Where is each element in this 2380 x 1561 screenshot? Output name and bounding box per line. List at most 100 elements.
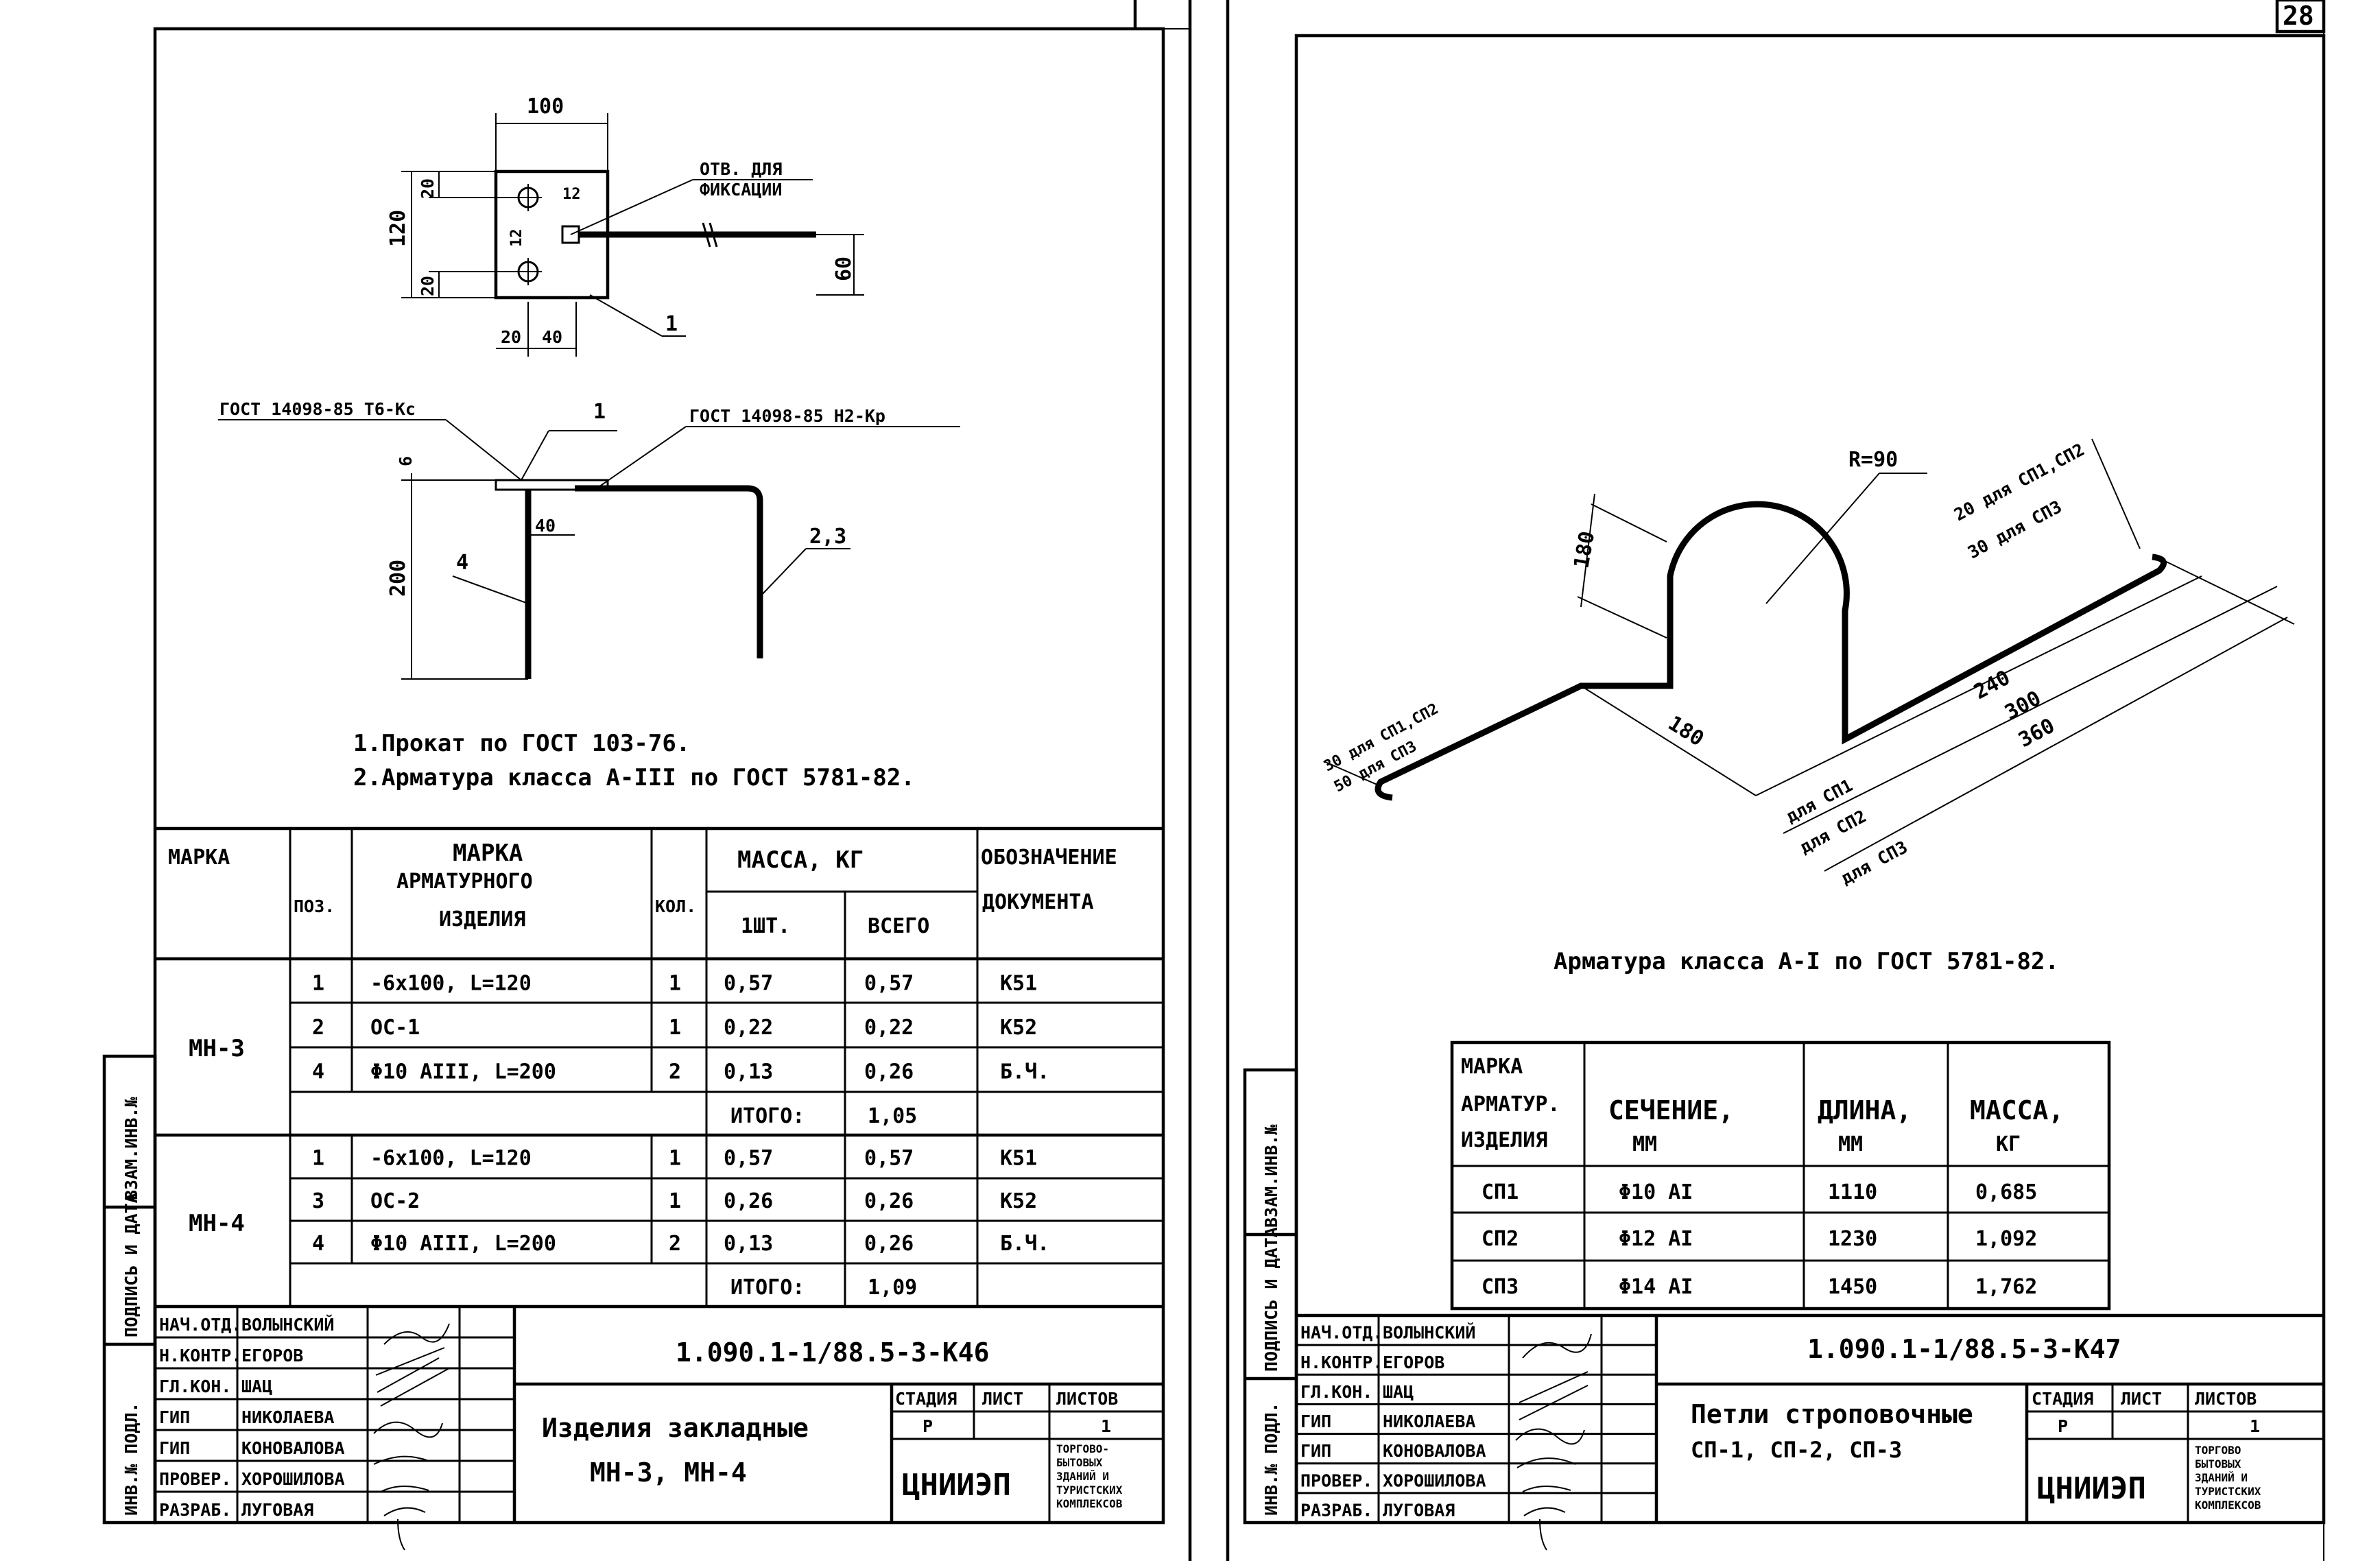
row-total-value: 1,09 [868, 1276, 917, 1300]
row-doc: Б.Ч. [1000, 1232, 1049, 1256]
right-sheets-label: ЛИСТОВ [2195, 1389, 2257, 1409]
hole-note-line1: ОТВ. ДЛЯ [700, 159, 782, 179]
row-pos: 2 [312, 1016, 324, 1040]
col-qty-header: КОЛ. [655, 896, 696, 916]
col-item-header-1: МАРКА [453, 839, 523, 867]
row-qty: 2 [669, 1232, 681, 1256]
row-doc: Б.Ч. [1000, 1060, 1049, 1084]
margin-replace-label: ВЗАМ.ИНВ.№ [121, 1097, 141, 1200]
row-pos: 4 [312, 1060, 324, 1084]
approval-name: КОНОВАЛОВА [1383, 1441, 1486, 1461]
row-doc: К51 [1000, 1147, 1037, 1171]
approval-name: ШАЦ [1383, 1382, 1414, 1402]
row-total-label: ИТОГО: [730, 1104, 805, 1128]
plate-dim-bar: 60 [832, 257, 856, 281]
left-org-note: ЗДАНИЙ И [1056, 1470, 1109, 1483]
approval-role: ГИП [159, 1438, 190, 1458]
section-callout-4: 4 [456, 551, 468, 575]
left-margin-strip: ИНВ.№ ПОДЛ. ПОДПИСЬ И ДАТА ВЗАМ.ИНВ.№ [102, 1054, 157, 1525]
right-org-note: КОМПЛЕКСОВ [2195, 1499, 2261, 1512]
row-section: Φ10 АI [1619, 1180, 1693, 1204]
col-length-header-2: ММ [1838, 1132, 1863, 1156]
hole-note-line2: ФИКСАЦИИ [700, 180, 782, 200]
col-item-header-3: ИЗДЕЛИЯ [439, 907, 525, 931]
margin-sign-label: ПОДПИСЬ И ДАТА [1261, 1227, 1281, 1372]
plate-dim-width: 100 [527, 95, 564, 119]
row-section: Φ14 АI [1619, 1275, 1693, 1299]
right-org-note: ТУРИСТСКИХ [2195, 1485, 2261, 1498]
col-mass-one-header: 1ШТ. [741, 914, 790, 938]
margin-inv-label: ИНВ.№ ПОДЛ. [121, 1402, 141, 1516]
margin-sign-label: ПОДПИСЬ И ДАТА [121, 1193, 141, 1337]
approval-role: ГЛ.КОН. [159, 1377, 231, 1396]
row-mass-one: 0,22 [724, 1016, 773, 1040]
plate-dim-bottom: 20 [418, 276, 438, 296]
left-org-note: БЫТОВЫХ [1056, 1456, 1103, 1469]
row-mass-all: 0,22 [864, 1016, 914, 1040]
row-pos: 4 [312, 1232, 324, 1256]
col-mark-header: МАРКА [168, 846, 230, 870]
approval-name: ВОЛЫНСКИЙ [1383, 1323, 1475, 1343]
row-item: ОС-1 [370, 1016, 420, 1040]
row-mass: 1,092 [1975, 1227, 2037, 1251]
col-doc-header-1: ОБОЗНАЧЕНИЕ [981, 846, 1117, 870]
row-item: Φ10 АIII, L=200 [370, 1060, 556, 1084]
approval-role: ПРОВЕР. [159, 1469, 231, 1489]
left-title-block: 1.090.1-1/88.5-3-К46 Изделия закладные М… [153, 1307, 1163, 1523]
row-mass-one: 0,26 [724, 1189, 773, 1213]
row-qty: 1 [669, 971, 681, 995]
left-note-1: 1.Прокат по ГОСТ 103-76. [353, 730, 690, 757]
margin-replace-label: ВЗАМ.ИНВ.№ [1261, 1124, 1281, 1228]
approval-name: ЕГОРОВ [1383, 1353, 1444, 1372]
plate-dim-top: 20 [418, 178, 438, 199]
row-pos: 3 [312, 1189, 324, 1213]
col-item-header-2: АРМАТУРНОГО [396, 870, 533, 894]
left-sheet-value: 1 [1101, 1416, 1111, 1436]
row-mass-all: 0,26 [864, 1232, 914, 1256]
loop-dim-height: 180 [1569, 529, 1599, 570]
row-doc: К52 [1000, 1016, 1037, 1040]
right-signatures [1515, 1333, 1592, 1551]
left-sheet: ИНВ.№ ПОДЛ. ПОДПИСЬ И ДАТА ВЗАМ.ИНВ.№ 10… [102, 0, 1192, 1561]
approval-role: НАЧ.ОТД. [1300, 1323, 1383, 1343]
right-frame [1294, 34, 2326, 1525]
row-mass-one: 0,57 [724, 1147, 773, 1171]
plate-dim-hole: 12 [562, 186, 581, 203]
right-stage-value: Р [2058, 1416, 2068, 1436]
row-qty: 1 [669, 1016, 681, 1040]
approval-name: НИКОЛАЕВА [241, 1407, 334, 1427]
approval-role: НАЧ.ОТД. [159, 1315, 241, 1335]
approval-role: ПРОВЕР. [1300, 1470, 1372, 1490]
right-stamp-code: 1.090.1-1/88.5-3-К47 [1807, 1334, 2121, 1364]
right-sheet-value: 1 [2250, 1416, 2260, 1436]
plate-dim-right: 40 [542, 327, 562, 347]
left-mass-table: МАРКА ПОЗ. МАРКА АРМАТУРНОГО ИЗДЕЛИЯ КОЛ… [155, 826, 1163, 1309]
right-sheet: 28 ИНВ.№ ПОДЛ. ПОДПИСЬ И ДАТА ВЗАМ.ИНВ.№… [1226, 0, 2326, 1561]
row-mass: 0,685 [1975, 1180, 2037, 1204]
left-sheets-label: ЛИСТОВ [1056, 1389, 1118, 1409]
loop-note-top-1: 20 для СП1,СП2 [1951, 440, 2088, 525]
row-mass-all: 0,57 [864, 1147, 914, 1171]
page-number: 28 [2283, 1, 2314, 31]
left-stage-label: СТАДИЯ [895, 1389, 957, 1409]
row-mass-all: 0,57 [864, 971, 914, 995]
row-length: 1110 [1828, 1180, 1877, 1204]
left-stamp-code: 1.090.1-1/88.5-3-К46 [676, 1337, 990, 1368]
row-mass: 1,762 [1975, 1275, 2037, 1299]
left-note-2: 2.Арматура класса А-III по ГОСТ 5781-82. [353, 764, 915, 791]
left-stamp-title-1: Изделия закладные [542, 1413, 809, 1443]
plate-dim-hole-v: 12 [508, 229, 525, 248]
section-dim-200: 200 [386, 560, 410, 597]
row-item: -6x100, L=120 [370, 971, 532, 995]
row-mark: СП3 [1481, 1275, 1519, 1299]
right-stage-label: СТАДИЯ [2032, 1389, 2093, 1409]
row-mass-one: 0,13 [724, 1232, 773, 1256]
right-org-note: ТОРГОВО [2195, 1444, 2241, 1457]
loop-for-sp3: для СП3 [1837, 837, 1911, 888]
approval-name: ЛУГОВАЯ [241, 1500, 313, 1520]
row-mass-one: 0,13 [724, 1060, 773, 1084]
col-section-header-1: СЕЧЕНИЕ, [1608, 1095, 1734, 1125]
margin-inv-label: ИНВ.№ ПОДЛ. [1261, 1402, 1281, 1516]
approval-name: ШАЦ [241, 1377, 272, 1396]
